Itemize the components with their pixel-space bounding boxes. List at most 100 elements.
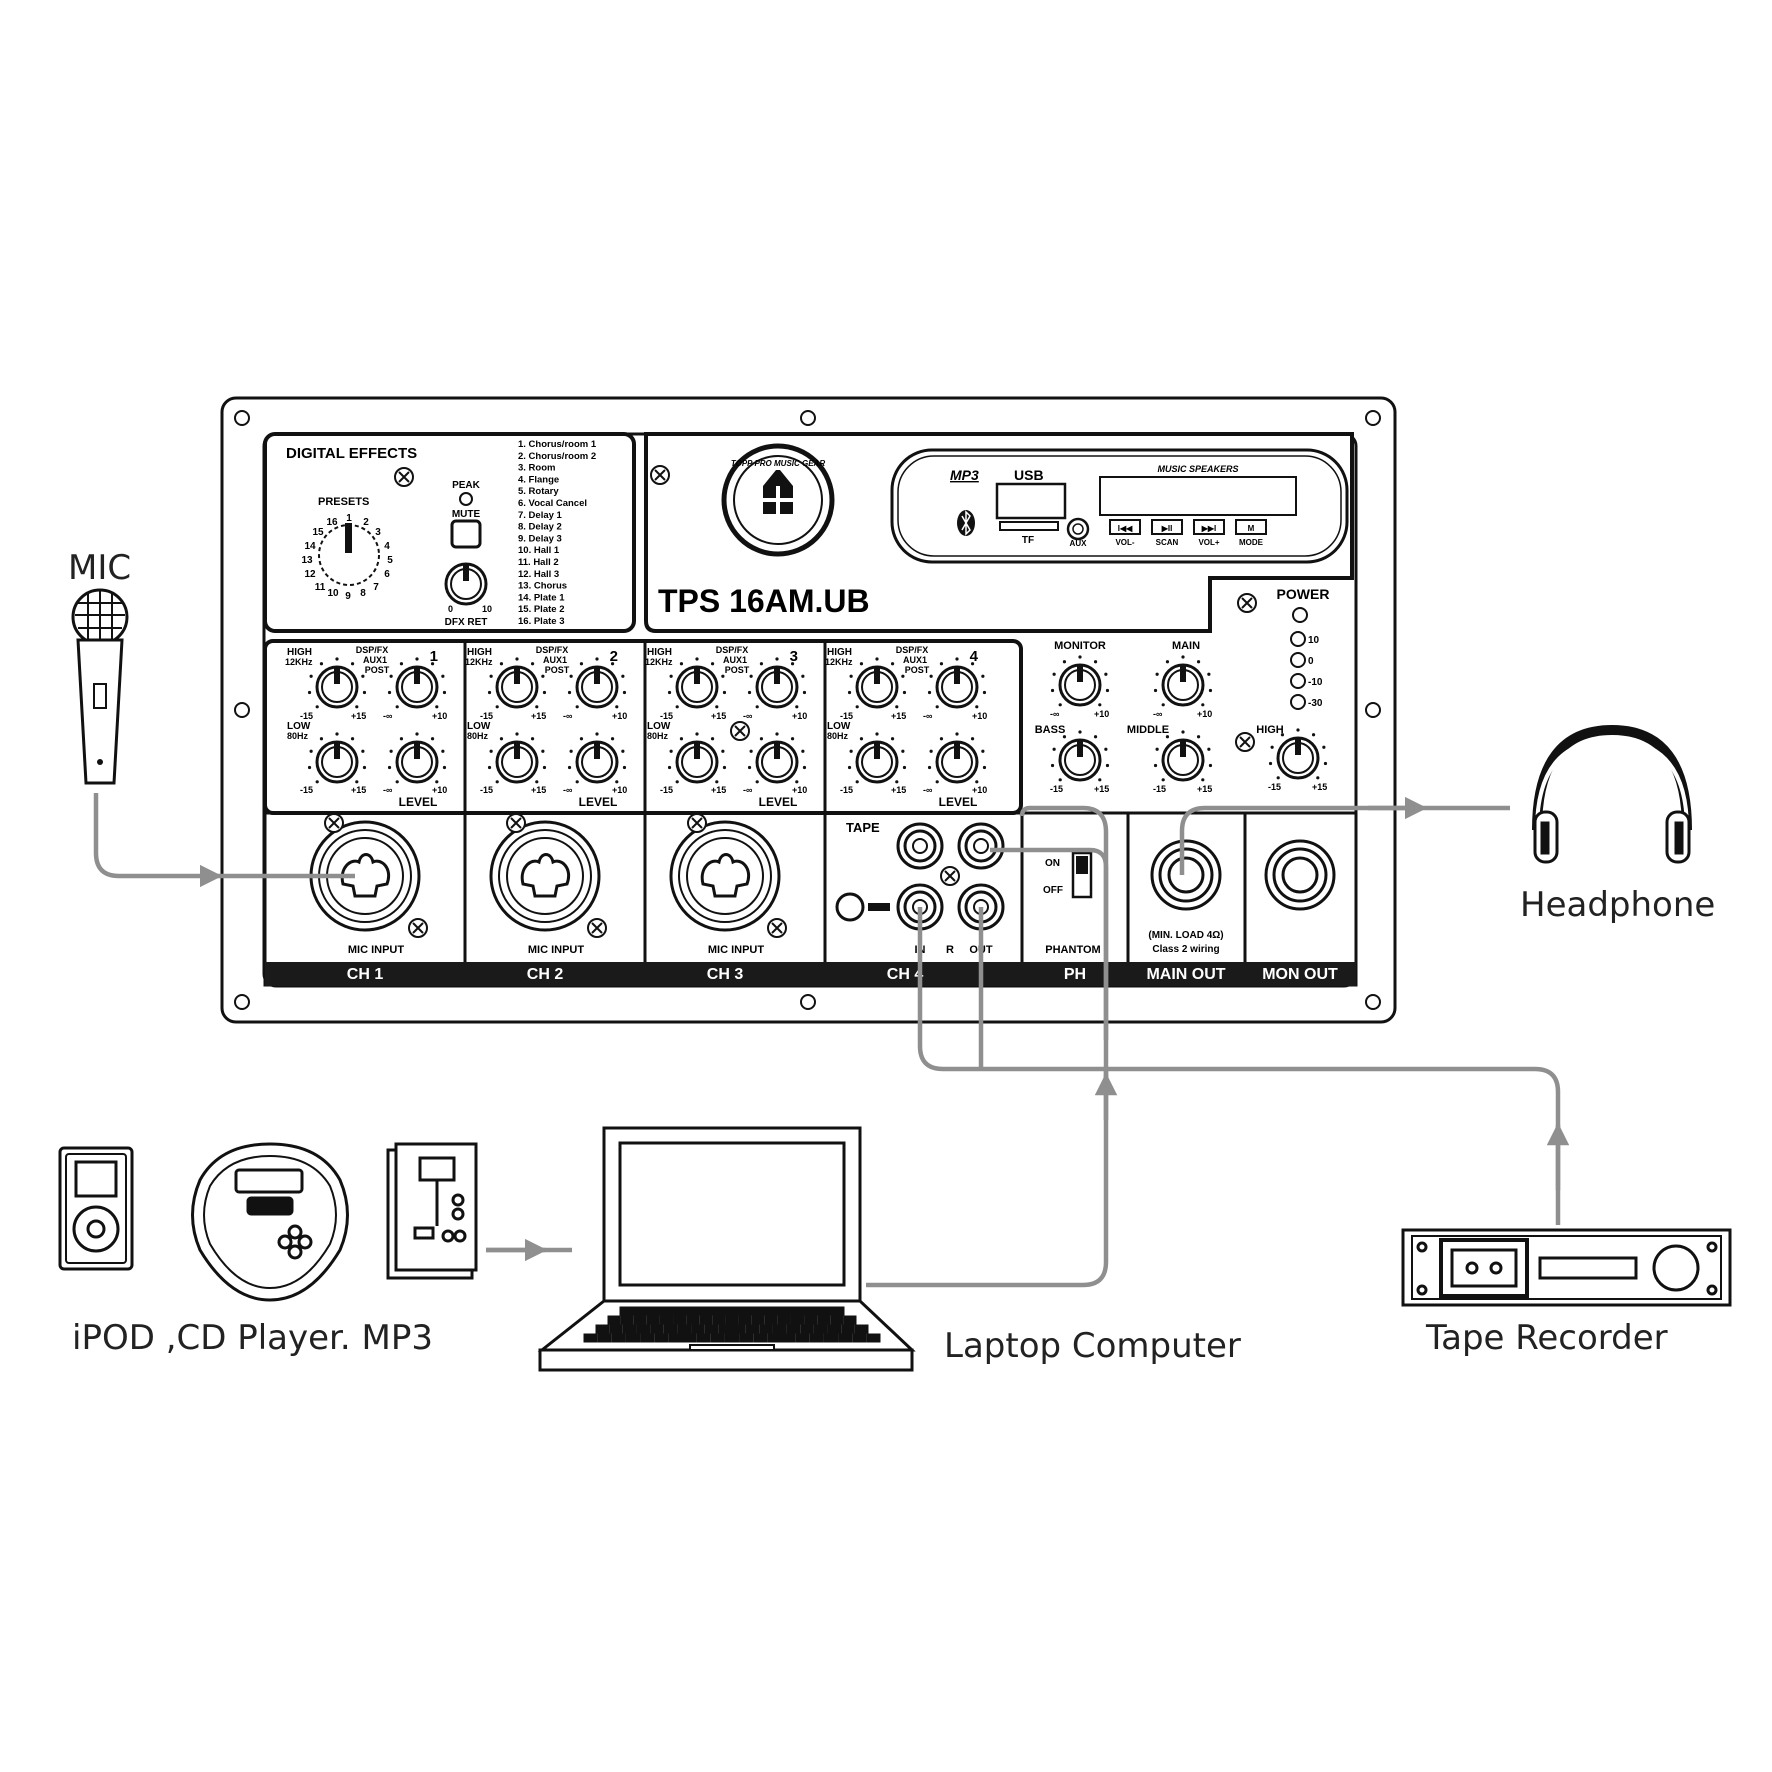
knob-scale-dot xyxy=(982,690,987,695)
dfx-ret-knob[interactable] xyxy=(444,561,488,606)
mic-cable xyxy=(93,793,223,888)
laptop-key xyxy=(710,1333,725,1343)
panel-text: LEVEL xyxy=(759,795,798,809)
panel-text: AUX1 xyxy=(723,655,747,665)
bass-knob[interactable] xyxy=(1058,737,1102,782)
mp3-player-section: TOPP PRO MUSIC GEAR TPS 16AM.UB MP3 USB … xyxy=(644,432,1354,633)
knob-scale-dot xyxy=(1323,761,1328,766)
main-knob[interactable] xyxy=(1161,662,1205,707)
panel-text: -∞ xyxy=(743,711,753,721)
mute-button[interactable] xyxy=(450,519,482,549)
channel-knob-area: HIGH12KHzDSP/FXAUX1POST1-15+15-∞+10LOW80… xyxy=(263,639,1023,815)
low-eq-knob[interactable] xyxy=(675,739,719,784)
digital-effects-section: DIGITAL EFFECTS PRESETS 16 1 2 15 3 14 4… xyxy=(263,432,636,633)
aux-jack[interactable] xyxy=(1066,517,1090,541)
tape-r-label: R xyxy=(946,944,954,956)
tf-slot[interactable] xyxy=(999,521,1059,531)
topp-pro-logo: TOPP PRO MUSIC GEAR xyxy=(721,443,835,557)
knob-scale-dot xyxy=(1276,776,1280,780)
phantom-switch[interactable] xyxy=(1071,851,1093,899)
dsp-aux-knob[interactable] xyxy=(935,664,979,709)
laptop-key xyxy=(609,1324,623,1334)
preset-item: 13. Chorus xyxy=(518,581,567,592)
mp3-button-volminus[interactable]: I◀◀VOL- xyxy=(1109,519,1141,547)
monitor-knob[interactable] xyxy=(1058,662,1102,707)
presets-dial[interactable] xyxy=(318,523,380,586)
channel-strip-1: HIGH12KHzDSP/FXAUX1POST1-15+15-∞+10LOW80… xyxy=(285,645,447,809)
laptop-key xyxy=(691,1324,705,1334)
meter-led xyxy=(1290,652,1306,668)
knob-scale-dot xyxy=(1050,688,1055,693)
laptop-key xyxy=(751,1315,765,1325)
knob-scale-dot xyxy=(1155,747,1159,751)
dfx-ret-label: DFX RET xyxy=(445,617,488,628)
level-knob[interactable] xyxy=(395,739,439,784)
mic-input-label: MIC INPUT xyxy=(528,944,585,956)
knob-scale-dot xyxy=(927,690,932,695)
tape-out-l-jack[interactable] xyxy=(957,822,1005,870)
knob-scale-dot xyxy=(749,749,753,753)
panel-text: -∞ xyxy=(743,785,753,795)
dsp-aux-knob[interactable] xyxy=(395,664,439,709)
preset-item: 7. Delay 1 xyxy=(518,510,563,521)
knob-scale-dot xyxy=(350,662,355,666)
dsp-aux-knob[interactable] xyxy=(755,664,799,709)
knob-scale-dot xyxy=(579,662,584,666)
panel-text: POST xyxy=(365,665,390,675)
low-eq-knob[interactable] xyxy=(495,739,539,784)
low-eq-knob[interactable] xyxy=(855,739,899,784)
preset-item: 5. Rotary xyxy=(518,486,559,497)
high-eq-knob[interactable] xyxy=(675,664,719,709)
knob-scale-dot xyxy=(1093,660,1098,664)
high-eq-knob[interactable] xyxy=(855,664,899,709)
laptop-key xyxy=(807,1306,820,1316)
channel-bottom-label: CH 4 xyxy=(887,966,924,983)
mon-out-jack[interactable] xyxy=(1264,839,1336,911)
panel-text: +15 xyxy=(711,711,726,721)
knob-scale-dot xyxy=(1093,735,1098,739)
mic-input-label: MIC INPUT xyxy=(708,944,765,956)
knob-scale-dot xyxy=(890,662,895,666)
high-eq-knob[interactable] xyxy=(315,664,359,709)
middle-knob[interactable] xyxy=(1161,737,1205,782)
panel-text: -∞ xyxy=(923,711,933,721)
high-knob[interactable] xyxy=(1276,735,1320,780)
high-eq-knob[interactable] xyxy=(495,664,539,709)
tape-in-l-jack[interactable] xyxy=(896,822,944,870)
knob-scale-dot xyxy=(1165,660,1170,664)
mic-input-combo-jack[interactable] xyxy=(489,820,601,932)
knob-scale-dot xyxy=(1161,703,1165,707)
laptop-key xyxy=(817,1315,831,1325)
ch4-mini-jack[interactable] xyxy=(835,892,865,922)
level-knob[interactable] xyxy=(755,739,799,784)
laptop-key xyxy=(650,1324,664,1334)
laptop-key xyxy=(795,1333,810,1343)
min-load-label: (MIN. LOAD 4Ω) xyxy=(1148,930,1223,941)
channel-bottom-label: CH 3 xyxy=(707,966,744,983)
knob-scale-dot xyxy=(755,780,759,784)
mic-label: MIC xyxy=(68,548,132,588)
usb-port[interactable] xyxy=(995,482,1067,520)
dsp-aux-knob[interactable] xyxy=(575,664,619,709)
mp3-button-label: MODE xyxy=(1239,538,1264,547)
knob-scale-dot xyxy=(430,737,435,741)
mic-input-combo-jack[interactable] xyxy=(669,820,781,932)
level-knob[interactable] xyxy=(935,739,979,784)
knob-scale-dot xyxy=(695,732,699,736)
laptop-key xyxy=(757,1306,770,1316)
laptop-key xyxy=(704,1324,719,1334)
laptop-key xyxy=(781,1333,796,1343)
main-out-jack[interactable] xyxy=(1150,839,1222,911)
aux-label: AUX xyxy=(1070,539,1088,548)
knob-scale-dot xyxy=(567,690,572,695)
knob-scale-dot xyxy=(389,749,393,753)
level-knob[interactable] xyxy=(575,739,619,784)
low-eq-knob[interactable] xyxy=(315,739,359,784)
knob-scale-dot xyxy=(621,674,625,678)
panel-text: +10 xyxy=(792,711,807,721)
knob-scale-dot xyxy=(535,705,539,709)
knob-scale-dot xyxy=(747,690,752,695)
